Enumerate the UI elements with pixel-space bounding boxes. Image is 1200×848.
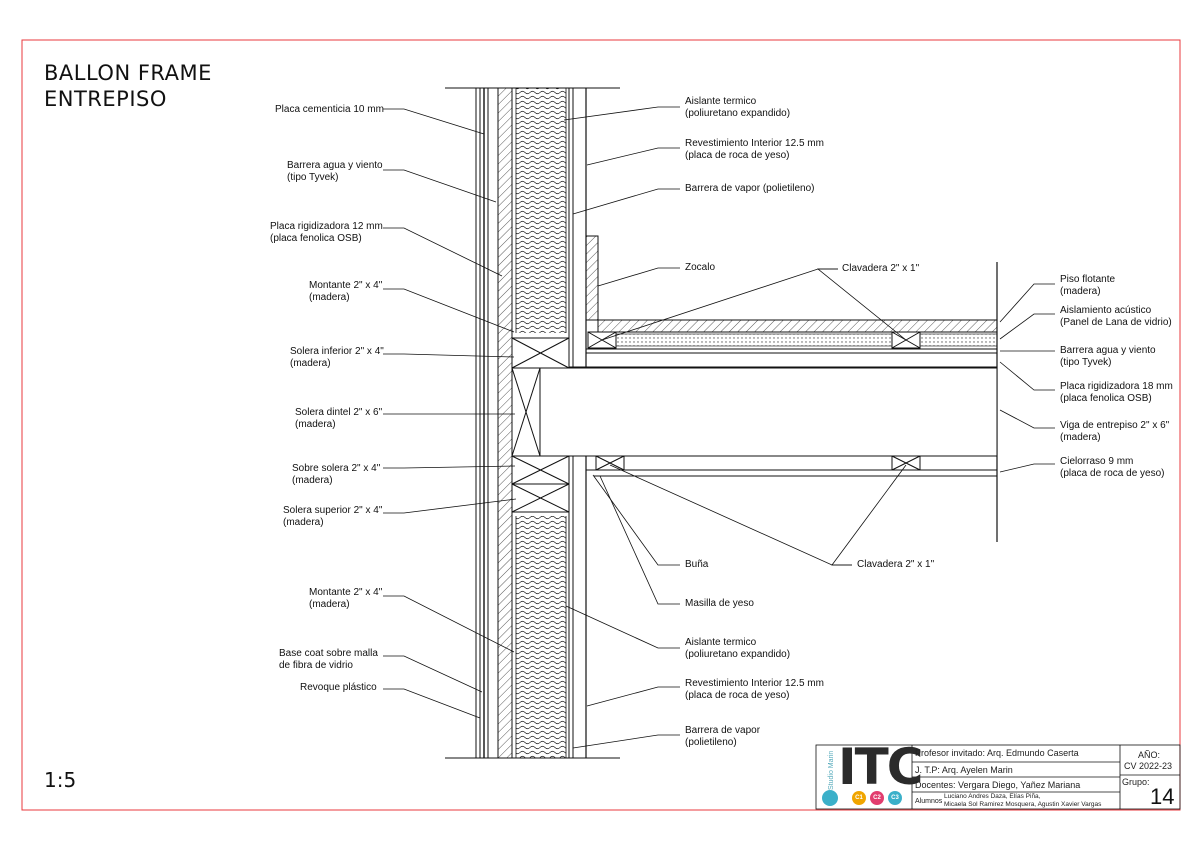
label-placa-rigidizadora-floor: Placa rigidizadora 18 mm(placa fenolica … <box>1060 381 1173 404</box>
label-sobre-solera: Sobre solera 2" x 4"(madera) <box>292 463 381 486</box>
solera-superior <box>511 483 570 513</box>
label-viga-entrepiso: Viga de entrepiso 2" x 6"(madera) <box>1060 420 1170 443</box>
logo-vertical-text: Studio Marin <box>828 750 835 790</box>
label-aislamiento-acustico: Aislamiento acústico(Panel de Lana de vi… <box>1060 305 1172 328</box>
label-placa-rigidizadora-wall: Placa rigidizadora 12 mm(placa fenolica … <box>270 221 383 244</box>
label-solera-dintel: Solera dintel 2" x 6"(madera) <box>295 407 383 430</box>
label-barrera-agua-viento-wall: Barrera agua y viento(tipo Tyvek) <box>287 160 383 183</box>
label-montante-upper: Montante 2" x 4"(madera) <box>309 280 383 303</box>
drawing-scale: 1:5 <box>44 768 77 792</box>
sheet-frame <box>21 39 1181 811</box>
logo-dot-c2: C2 <box>870 791 884 805</box>
label-zocalo: Zocalo <box>685 262 716 273</box>
label-clavadera-upper: Clavadera 2" x 1" <box>842 263 920 274</box>
label-barrera-agua-viento-floor: Barrera agua y viento(tipo Tyvek) <box>1060 345 1156 368</box>
itc-logo: ITC <box>838 738 923 796</box>
tb-anio-value: CV 2022-23 <box>1124 761 1173 771</box>
label-placa-cementicia: Placa cementicia 10 mm <box>275 104 384 115</box>
label-clavadera-lower: Clavadera 2" x 1" <box>857 559 935 570</box>
label-montante-lower: Montante 2" x 4"(madera) <box>309 587 383 610</box>
title-line-2: ENTREPISO <box>44 87 167 111</box>
tb-profesor: Profesor invitado: Arq. Edmundo Caserta <box>915 748 1079 758</box>
label-masilla-yeso: Masilla de yeso <box>685 598 754 609</box>
tb-alumnos-label: Alumnos <box>915 798 943 805</box>
logo-circle <box>822 790 838 806</box>
zocalo <box>585 235 599 321</box>
drawing-title: BALLON FRAME ENTREPISO <box>44 60 212 112</box>
tb-jtp: J. T.P: Arq. Ayelen Marin <box>915 765 1013 775</box>
logo-dot-c1: C1 <box>852 791 866 805</box>
tb-docentes: Docentes: Vergara Diego, Yañez Mariana <box>915 780 1081 790</box>
label-aislante-lower: Aislante termico(poliuretano expandido) <box>685 637 791 660</box>
logo-dot-c3: C3 <box>888 791 902 805</box>
tb-anio-label: AÑO: <box>1138 750 1161 760</box>
tb-grupo-value: 14 <box>1150 784 1175 809</box>
label-revestimiento-upper: Revestimiento Interior 12.5 mm(placa de … <box>685 138 824 161</box>
label-solera-superior: Solera superior 2" x 4"(madera) <box>283 505 383 528</box>
label-cielorraso: Cielorraso 9 mm(placa de roca de yeso) <box>1060 456 1165 479</box>
label-barrera-vapor-lower: Barrera de vapor(polietileno) <box>685 725 761 748</box>
label-solera-inferior: Solera inferior 2" x 4"(madera) <box>290 346 384 369</box>
solera-dintel <box>511 367 541 457</box>
tb-grupo-label: Grupo: <box>1122 777 1150 787</box>
title-block <box>815 744 1181 810</box>
tb-alumnos-2: Micaela Sol Ramirez Mosquera, Agustin Xa… <box>944 801 1102 808</box>
sobre-solera <box>511 455 570 485</box>
label-piso-flotante: Piso flotante(madera) <box>1060 274 1116 297</box>
label-revoque-plastico: Revoque plástico <box>300 682 377 693</box>
label-buna: Buña <box>685 559 709 570</box>
leader-lines <box>383 106 1055 749</box>
solera-inferior <box>511 337 570 369</box>
floor-section <box>539 262 998 542</box>
label-revestimiento-lower: Revestimiento Interior 12.5 mm(placa de … <box>685 678 824 701</box>
label-barrera-vapor-upper: Barrera de vapor (polietileno) <box>685 183 815 194</box>
tb-alumnos-1: Luciano Andres Daza, Elías Piña, <box>944 793 1041 800</box>
label-aislante-upper: Aislante termico(poliuretano expandido) <box>685 96 791 119</box>
title-line-1: BALLON FRAME <box>44 61 212 85</box>
